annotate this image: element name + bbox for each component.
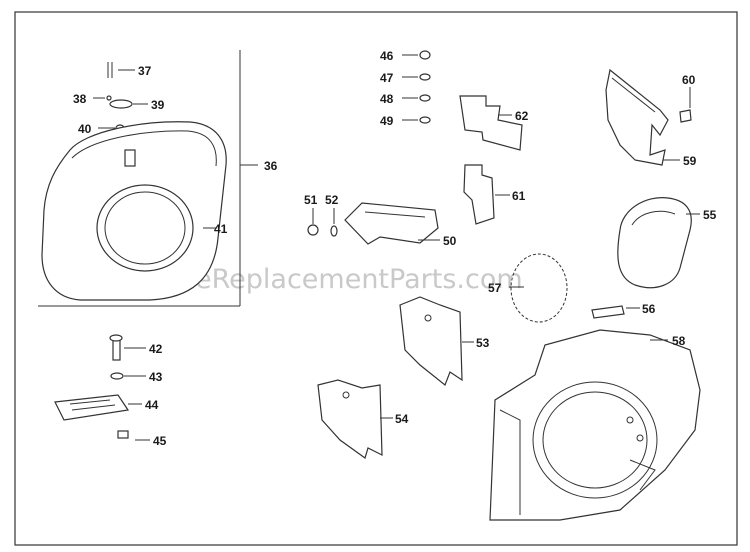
callout-38: 38 (73, 92, 87, 106)
watermark: eReplacementParts.com (195, 264, 523, 295)
part-62-bracket (459, 95, 523, 151)
callout-47: 47 (380, 71, 394, 85)
callout-59: 59 (683, 154, 697, 168)
callout-62: 62 (515, 109, 529, 123)
part-44-label (54, 394, 142, 421)
part-51-nut (307, 208, 319, 236)
part-50-plate (344, 202, 440, 245)
callout-56: 56 (642, 302, 656, 316)
diagram-border (14, 11, 738, 546)
part-41-blower-housing-cover (41, 121, 227, 301)
part-60-screw (679, 87, 692, 123)
part-47-washer (402, 73, 431, 81)
part-49-washer (402, 116, 431, 124)
part-58-blower-housing (489, 329, 701, 521)
part-42-bolt (109, 334, 146, 361)
part-43-washer (110, 372, 146, 380)
part-54-baffle (317, 379, 393, 459)
callout-40: 40 (78, 122, 92, 136)
part-46-nut (402, 50, 431, 60)
callout-55: 55 (703, 208, 717, 222)
group-bracket-36 (38, 50, 258, 307)
callout-43: 43 (149, 370, 163, 384)
callout-45: 45 (153, 434, 167, 448)
callout-37: 37 (138, 64, 152, 78)
part-48-washer (402, 94, 431, 102)
part-45-clip (117, 430, 150, 441)
callout-42: 42 (149, 342, 163, 356)
part-39-disc (109, 99, 148, 109)
callout-48: 48 (380, 92, 394, 106)
callout-36: 36 (264, 159, 278, 173)
callout-49: 49 (380, 114, 394, 128)
part-57-disc (509, 253, 568, 323)
callout-50: 50 (443, 234, 457, 248)
callout-57: 57 (488, 281, 502, 295)
callout-60: 60 (682, 73, 696, 87)
callout-41: 41 (214, 222, 228, 236)
callout-61: 61 (512, 189, 526, 203)
callout-46: 46 (380, 49, 394, 63)
part-61-bracket (463, 164, 510, 225)
callout-53: 53 (476, 336, 490, 350)
callout-39: 39 (151, 98, 165, 112)
part-38-screw (93, 95, 112, 101)
part-52-washer (330, 208, 338, 237)
part-53-baffle (399, 296, 474, 386)
part-59-shroud (605, 68, 680, 166)
callout-44: 44 (145, 398, 159, 412)
callout-52: 52 (325, 193, 339, 207)
callout-54: 54 (395, 412, 409, 426)
part-37-pin (107, 62, 135, 78)
callout-51: 51 (304, 193, 318, 207)
callout-58: 58 (672, 334, 686, 348)
part-56-bolt (591, 305, 640, 319)
part-55-fan (617, 197, 700, 289)
